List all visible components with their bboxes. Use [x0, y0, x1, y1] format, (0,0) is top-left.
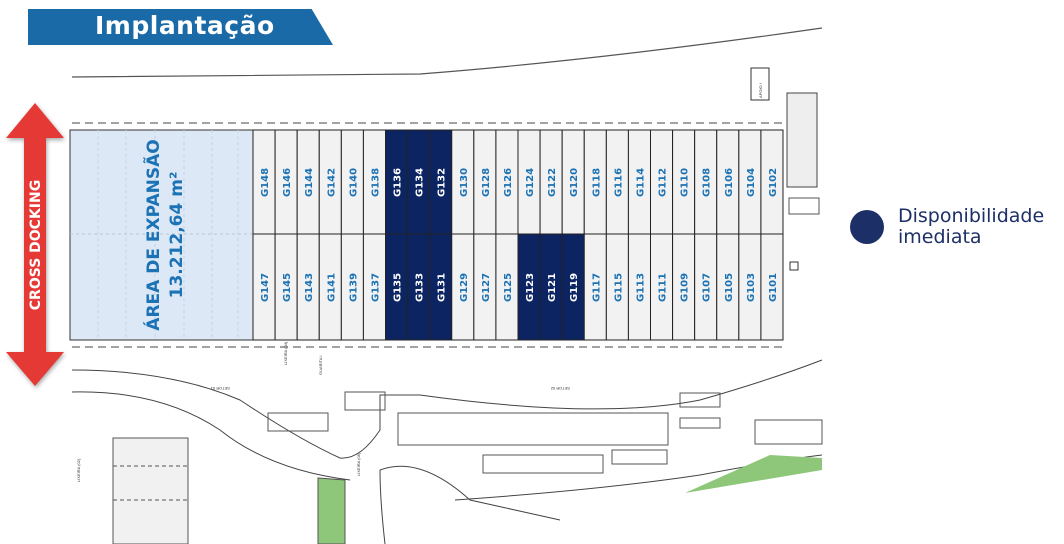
lot-label: G107	[702, 273, 713, 302]
lot-label: G124	[525, 168, 536, 197]
lot-label: G121	[547, 273, 558, 302]
lot-label: G134	[415, 168, 426, 197]
available-dot-icon	[850, 210, 884, 244]
lot-label: G129	[459, 273, 470, 302]
legend-label: Disponibilidade imediata	[898, 205, 1045, 248]
support-building	[786, 92, 818, 188]
lot-label: G146	[282, 168, 293, 197]
lot-label: G114	[635, 168, 646, 197]
lot-label: G127	[481, 273, 492, 302]
lot-label: G106	[724, 168, 735, 197]
lot-label: G148	[260, 168, 271, 197]
title-banner	[28, 9, 333, 45]
lot-label: G143	[304, 273, 315, 302]
lot-label: G123	[525, 273, 536, 302]
page-title: Implantação	[95, 11, 275, 40]
lixeira-06-label: LIXEIRA (06)	[356, 452, 361, 476]
green-area	[685, 455, 822, 493]
apoio-label: APOIO I	[758, 83, 763, 98]
lot-label: G141	[326, 273, 337, 302]
lot-label: G118	[591, 168, 602, 197]
legend: Disponibilidade imediata	[850, 206, 1064, 248]
lot-label: G109	[680, 273, 691, 302]
lot-label: G108	[702, 168, 713, 197]
lot-label: G132	[437, 168, 448, 197]
lot-label: G133	[415, 273, 426, 302]
lot-label: G139	[348, 273, 359, 302]
lot-label: G117	[591, 273, 602, 302]
guarita-label: GUARITA I	[318, 356, 323, 375]
expansion-area	[69, 129, 254, 341]
lixeira-02-label: LIXEIRA (02)	[76, 458, 81, 482]
expansion-area-value: 13.212,64 m²	[167, 172, 187, 299]
setor-01-label: SETOR 01	[210, 386, 230, 391]
lot-label: G138	[370, 168, 381, 197]
lot-label: G136	[393, 168, 404, 197]
lots-grid: G148 G146 G144 G142 G140 G138 G136 G134 G132 G130…	[252, 129, 784, 341]
lot-label: G116	[613, 168, 624, 197]
lot-label: G142	[326, 168, 337, 197]
setor-02-label: SETOR 02	[550, 386, 570, 391]
lot-label: G101	[768, 273, 779, 302]
lot-label: G131	[437, 273, 448, 302]
cross-docking-arrow	[6, 103, 64, 386]
lot-label: G130	[459, 168, 470, 197]
lot-label: G135	[393, 273, 404, 302]
road-edge	[71, 27, 823, 78]
lot-label: G125	[503, 273, 514, 302]
lot-label: G113	[635, 273, 646, 302]
cross-docking-label: CROSS DOCKING	[28, 180, 44, 310]
lixeira-04-label: LIXEIRA (04)	[283, 341, 288, 365]
lot-label: G110	[680, 168, 691, 197]
lot-label: G126	[503, 168, 514, 197]
lot-label: G145	[282, 273, 293, 302]
lot-label: G137	[370, 273, 381, 302]
lot-label: G144	[304, 168, 315, 197]
lot-label: G104	[746, 168, 757, 197]
lot-label: G128	[481, 168, 492, 197]
lot-label: G102	[768, 168, 779, 197]
lot-label: G147	[260, 273, 271, 302]
lot-label: G105	[724, 273, 735, 302]
lot-label: G115	[613, 273, 624, 302]
green-area	[317, 477, 346, 544]
expansion-title: ÁREA DE EXPANSÃO	[141, 139, 164, 330]
lot-label: G112	[658, 168, 669, 197]
lot-label: G103	[746, 273, 757, 302]
lot-label: G140	[348, 168, 359, 197]
lot-label: G119	[569, 273, 580, 302]
lot-label: G122	[547, 168, 558, 197]
lot-label: G120	[569, 168, 580, 197]
lot-label: G111	[658, 273, 669, 302]
lot-g101[interactable]	[760, 233, 784, 341]
